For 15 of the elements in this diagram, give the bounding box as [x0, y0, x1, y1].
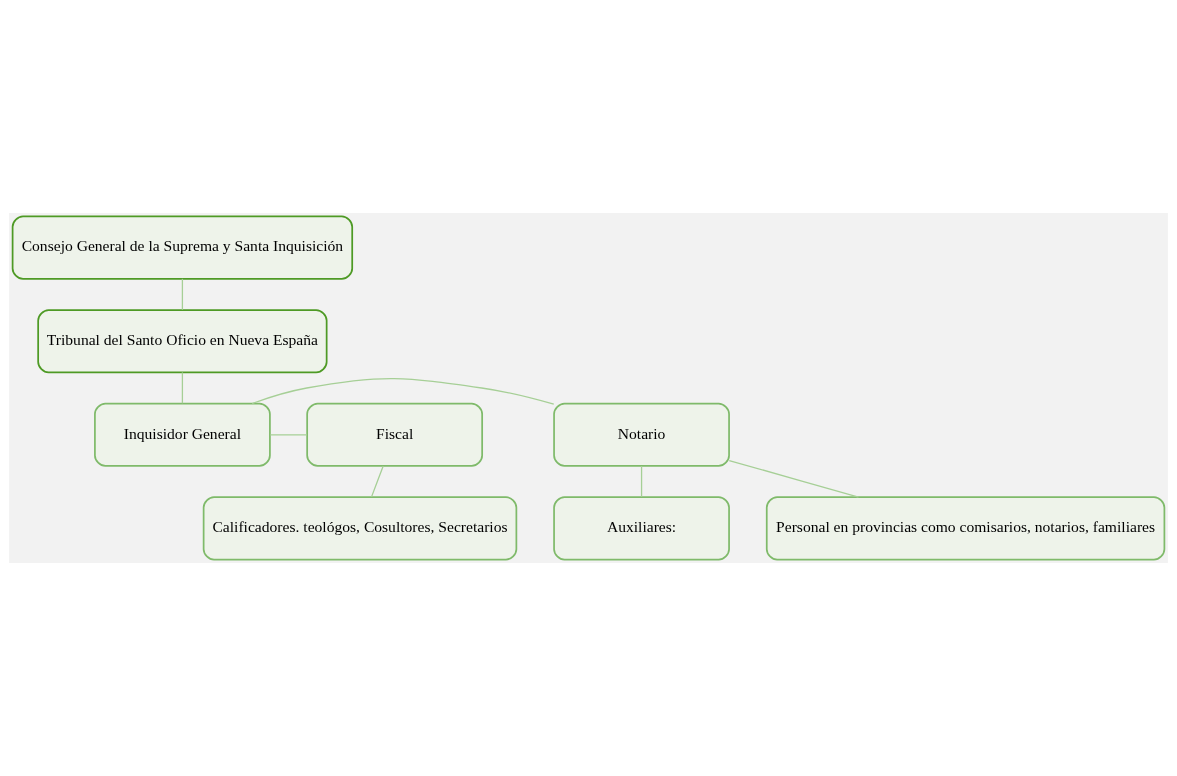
connector	[728, 459, 860, 498]
node-box: Notario	[553, 402, 730, 467]
node-box: Personal en provincias como comisarios, notarios, familiares	[765, 496, 1166, 561]
node-box: Consejo General de la Suprema y Santa Inquisición	[11, 215, 354, 280]
connector	[370, 465, 384, 498]
node-box: Calificadores. teológos, Cosultores, Secretarios	[202, 496, 518, 561]
connector	[640, 465, 643, 498]
connector	[269, 434, 308, 436]
node-box: Inquisidor General	[94, 402, 271, 467]
connector	[251, 378, 555, 405]
connector	[181, 371, 184, 404]
connector	[181, 278, 184, 311]
node-box: Tribunal del Santo Oficio en Nueva España	[37, 309, 328, 374]
node-box: Auxiliares:	[553, 496, 730, 561]
node-box: Fiscal	[306, 402, 484, 467]
